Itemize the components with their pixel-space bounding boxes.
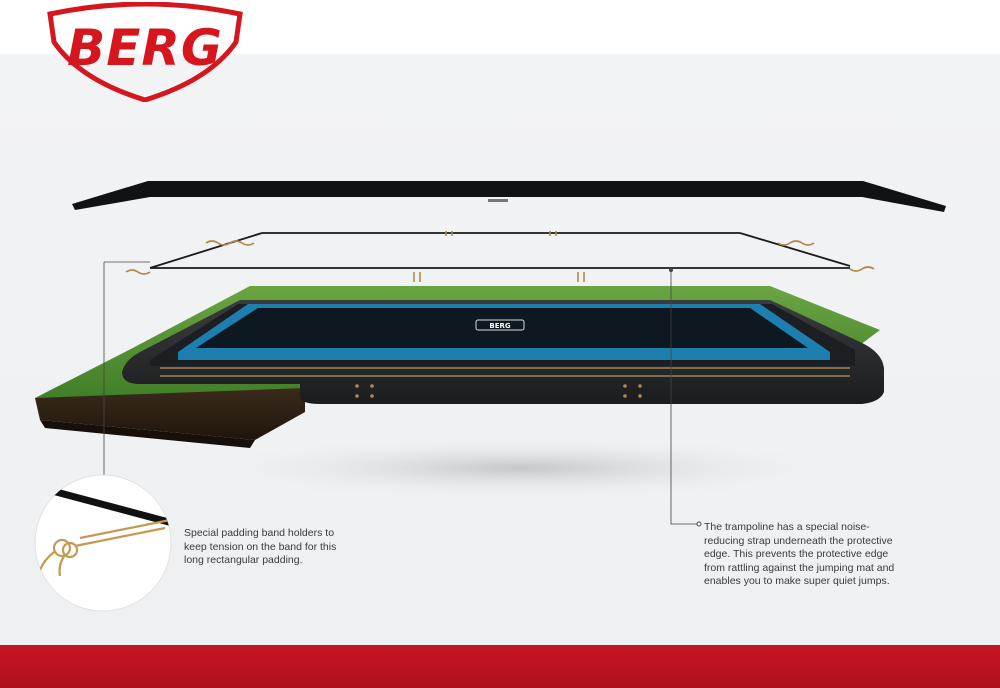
berg-logo-text: BERG <box>67 19 223 77</box>
band-holder-springs <box>125 231 875 282</box>
callout-lines <box>103 261 700 525</box>
detail-magnifier-circle <box>34 474 172 612</box>
protective-padding-frame <box>72 181 946 212</box>
mat-logo-text: BERG <box>489 322 511 330</box>
floor-shadow <box>190 436 850 500</box>
padding-tension-band <box>149 232 851 269</box>
berg-logo-shield <box>47 2 243 102</box>
callout-noise-strap: The trampoline has a special noise-reduc… <box>704 521 895 588</box>
callout-padding-holders: Special padding band holders to keep ten… <box>184 527 337 567</box>
mat-logo: BERG <box>475 319 525 331</box>
footer-red-bar <box>0 645 1000 688</box>
trampoline-frame <box>122 300 884 404</box>
